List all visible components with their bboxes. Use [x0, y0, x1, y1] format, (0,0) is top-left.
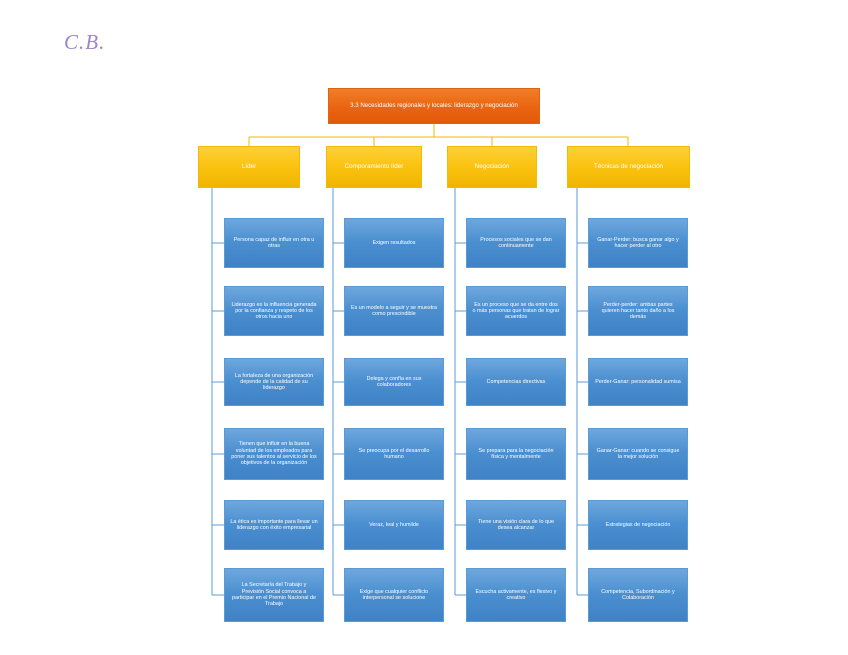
leaf-node[interactable]: Procesos sociales que se dan continuamen… — [466, 218, 566, 268]
leaf-node[interactable]: Exigen resultados — [344, 218, 444, 268]
category-node-comportamiento-lider[interactable]: Comporamiento líder — [326, 146, 422, 188]
category-node-negociacion[interactable]: Negociación — [447, 146, 537, 188]
leaf-node[interactable]: Competencia, Subordinación y Colaboració… — [588, 568, 688, 622]
leaf-node[interactable]: Ganar-Ganar: cuando se consigue la mejor… — [588, 428, 688, 480]
category-node-tecnicas-de-negociacion[interactable]: Técnicas de negociación — [567, 146, 690, 188]
leaf-node[interactable]: Competencias directivas — [466, 358, 566, 406]
leaf-node[interactable]: Ganar-Perder: busca ganar algo y hacer p… — [588, 218, 688, 268]
leaf-node[interactable]: Veraz, leal y humilde — [344, 500, 444, 550]
leaf-node[interactable]: Exige que cualquier conflicto interperso… — [344, 568, 444, 622]
leaf-node[interactable]: La Secretaría del Trabajo y Previsión So… — [224, 568, 324, 622]
leaf-node[interactable]: Escucha activamente, es flexivo y creati… — [466, 568, 566, 622]
leaf-node[interactable]: Se prepara para la negociación física y … — [466, 428, 566, 480]
leaf-node[interactable]: Estrategias de negociación — [588, 500, 688, 550]
leaf-node[interactable]: Se preocupa por el desarrollo humano — [344, 428, 444, 480]
leaf-node[interactable]: Es un modelo a seguir y se muestra como … — [344, 286, 444, 336]
category-node-lider[interactable]: Líder — [198, 146, 300, 188]
leaf-node[interactable]: Perder-Ganar: personalidad sumisa — [588, 358, 688, 406]
leaf-node[interactable]: Persona capaz de influir en otra u otras — [224, 218, 324, 268]
leaf-node[interactable]: Perder-perder: ambas partes quieren hace… — [588, 286, 688, 336]
leaf-node[interactable]: Liderazgo es la influencia generada por … — [224, 286, 324, 336]
leaf-node[interactable]: Es un proceso que se da entre dos o más … — [466, 286, 566, 336]
leaf-node[interactable]: La fortaleza de una organización depende… — [224, 358, 324, 406]
root-node-title[interactable]: 3.3 Necesidades regionales y locales: li… — [328, 88, 540, 124]
watermark-monogram: C.B. — [64, 30, 106, 54]
leaf-node[interactable]: Tiene una visión clara de lo que desea a… — [466, 500, 566, 550]
leaf-node[interactable]: Tienen que influir en la buena voluntad … — [224, 428, 324, 480]
leaf-node[interactable]: La ética es importante para llevar un li… — [224, 500, 324, 550]
leaf-node[interactable]: Delega y confía en sus colaboradores — [344, 358, 444, 406]
